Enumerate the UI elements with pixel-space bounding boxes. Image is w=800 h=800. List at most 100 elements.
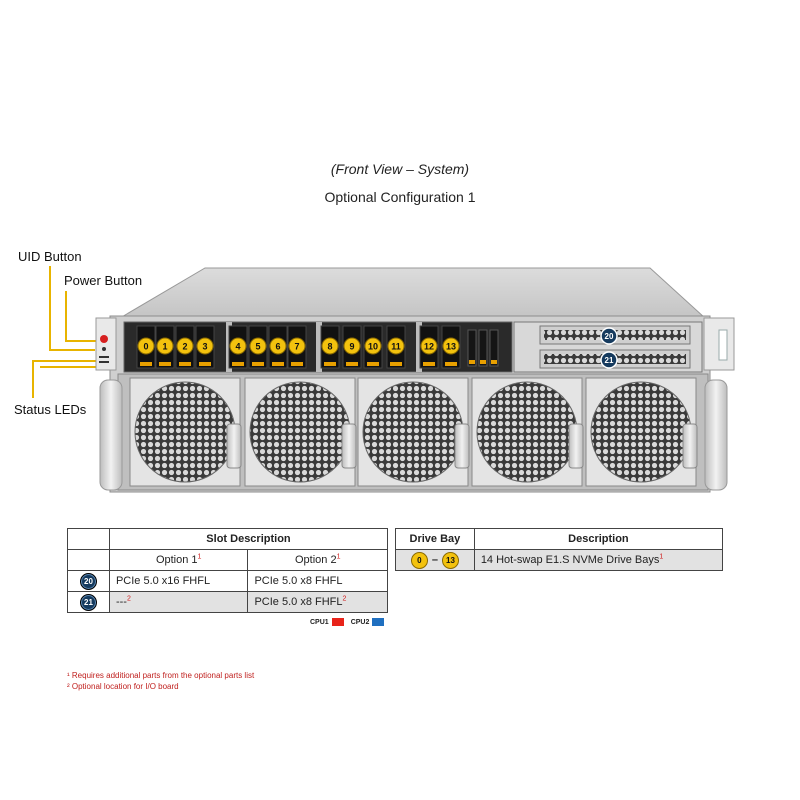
drive-bay-label-5: 5 (255, 342, 260, 352)
leds-leader-horizontal-2 (40, 366, 96, 368)
slot-table-title: Slot Description (108, 528, 389, 550)
drive-bay-label-6: 6 (275, 342, 280, 352)
drive-bay-bubble-11 (387, 337, 405, 355)
cpu2-label: CPU2 (350, 618, 370, 626)
fan-grille-3 (362, 381, 464, 483)
drive-latch-6 (272, 362, 284, 366)
drive-latch-7 (291, 362, 303, 366)
drive-bay-bubble-2 (176, 337, 194, 355)
drive-bay-bubble-13 (442, 337, 460, 355)
drive-bay-label-8: 8 (327, 342, 332, 352)
pcie-slot-bubble-21 (600, 351, 618, 369)
uid-leader-horizontal (49, 349, 95, 351)
drive-bay-bubble-6 (269, 337, 287, 355)
drive-latch-13 (445, 362, 457, 366)
drive-bay-bubble-8 (321, 337, 339, 355)
status-led-1 (99, 356, 109, 358)
drive-latch-10 (367, 362, 379, 366)
bay-group-divider (416, 322, 422, 372)
drive-latch-5 (252, 362, 264, 366)
power-button-callout: Power Button (64, 273, 143, 288)
leds-leader-vertical-1 (32, 360, 34, 398)
drive-bay-label-4: 4 (235, 342, 240, 352)
drive-latch-12 (423, 362, 435, 366)
drive-bay-bubble-9 (343, 337, 361, 355)
option2-header: Option 21 (247, 549, 388, 571)
status-leds-callout: Status LEDs (14, 402, 87, 417)
drive-bay-bubble-10 (364, 337, 382, 355)
drive-bay-bubble-5 (249, 337, 267, 355)
cpu1-label: CPU1 (310, 618, 329, 626)
drive-bay-label-12: 12 (424, 342, 434, 352)
fan-handle-3 (454, 423, 470, 469)
pcie-slot-label-20: 20 (605, 332, 614, 341)
view-subtitle: (Front View – System) (330, 161, 470, 177)
fan-handle-5 (682, 423, 698, 469)
drive-bay-bubble-3 (196, 337, 214, 355)
empty-bay (489, 329, 499, 367)
drive-from-badge: 0 (410, 551, 428, 569)
leds-leader-horizontal-1 (32, 360, 96, 362)
drive-bay-label-13: 13 (446, 342, 456, 352)
bay-group-divider (316, 322, 322, 372)
footnote-2: ² Optional location for I/O board (67, 682, 179, 691)
slot-description-table: Slot Description Option 11 Option 21 20 … (67, 528, 389, 613)
drive-bay-label-2: 2 (182, 342, 187, 352)
power-button-icon (100, 335, 108, 343)
drive-bay-label-10: 10 (368, 342, 378, 352)
drive-bay-label-11: 11 (391, 342, 401, 352)
footnote-1: ¹ Requires additional parts from the opt… (67, 671, 255, 680)
drive-latch-3 (199, 362, 211, 366)
drive-bay-bubble-0 (137, 337, 155, 355)
fan-grille-5 (590, 381, 692, 483)
drive-bay-label-0: 0 (143, 342, 148, 352)
status-led-2 (99, 361, 109, 363)
fan-handle-1 (226, 423, 242, 469)
left-handle (99, 379, 123, 491)
table-row: 21 ---2 PCIe 5.0 x8 FHFL2 (67, 591, 388, 613)
chassis-top-cover (118, 267, 707, 319)
right-handle (704, 379, 728, 491)
drive-latch-2 (179, 362, 191, 366)
fan-handle-2 (341, 423, 357, 469)
drive-bay-bubble-7 (288, 337, 306, 355)
cpu2-swatch (372, 618, 385, 626)
drive-bay-label-1: 1 (162, 342, 167, 352)
drive-latch-11 (390, 362, 402, 366)
drive-latch-4 (232, 362, 244, 366)
drive-bay-table: Drive Bay Description 0–13 14 Hot-swap E… (395, 528, 724, 571)
uid-button-callout: UID Button (18, 249, 82, 264)
drive-latch-9 (346, 362, 358, 366)
drive-bay-header: Drive Bay (395, 528, 475, 550)
drive-bay-label-3: 3 (202, 342, 207, 352)
uid-button-icon (102, 347, 106, 351)
description-header: Description (473, 528, 724, 550)
uid-leader-vertical (49, 266, 51, 350)
pcie-slot-bubble-20 (600, 327, 618, 345)
drive-description: 14 Hot-swap E1.S NVMe Drive Bays (480, 554, 660, 566)
drive-latch-0 (140, 362, 152, 366)
table-row: 20 PCIe 5.0 x16 FHFL PCIe 5.0 x8 FHFL (67, 570, 388, 592)
empty-bay-latch (480, 360, 486, 364)
option1-header: Option 11 (108, 549, 249, 571)
fan-grille-1 (134, 381, 236, 483)
drive-latch-1 (159, 362, 171, 366)
drive-bay-bubble-1 (156, 337, 174, 355)
cpu1-swatch (331, 618, 344, 626)
configuration-title: Optional Configuration 1 (324, 189, 476, 205)
drive-bay-bubble-12 (420, 337, 438, 355)
slot-20-badge: 20 (79, 572, 97, 590)
table-row: 0–13 14 Hot-swap E1.S NVMe Drive Bays1 (395, 549, 724, 571)
pcie-slot-label-21: 21 (605, 356, 614, 365)
slot-21-badge: 21 (79, 593, 97, 611)
cpu-legend: CPU1 CPU2 (310, 618, 388, 626)
power-leader-horizontal (65, 340, 97, 342)
fan-grille-2 (249, 381, 351, 483)
fan-grille-4 (476, 381, 578, 483)
drive-latch-8 (324, 362, 336, 366)
empty-bay-latch (469, 360, 475, 364)
empty-bay (478, 329, 488, 367)
